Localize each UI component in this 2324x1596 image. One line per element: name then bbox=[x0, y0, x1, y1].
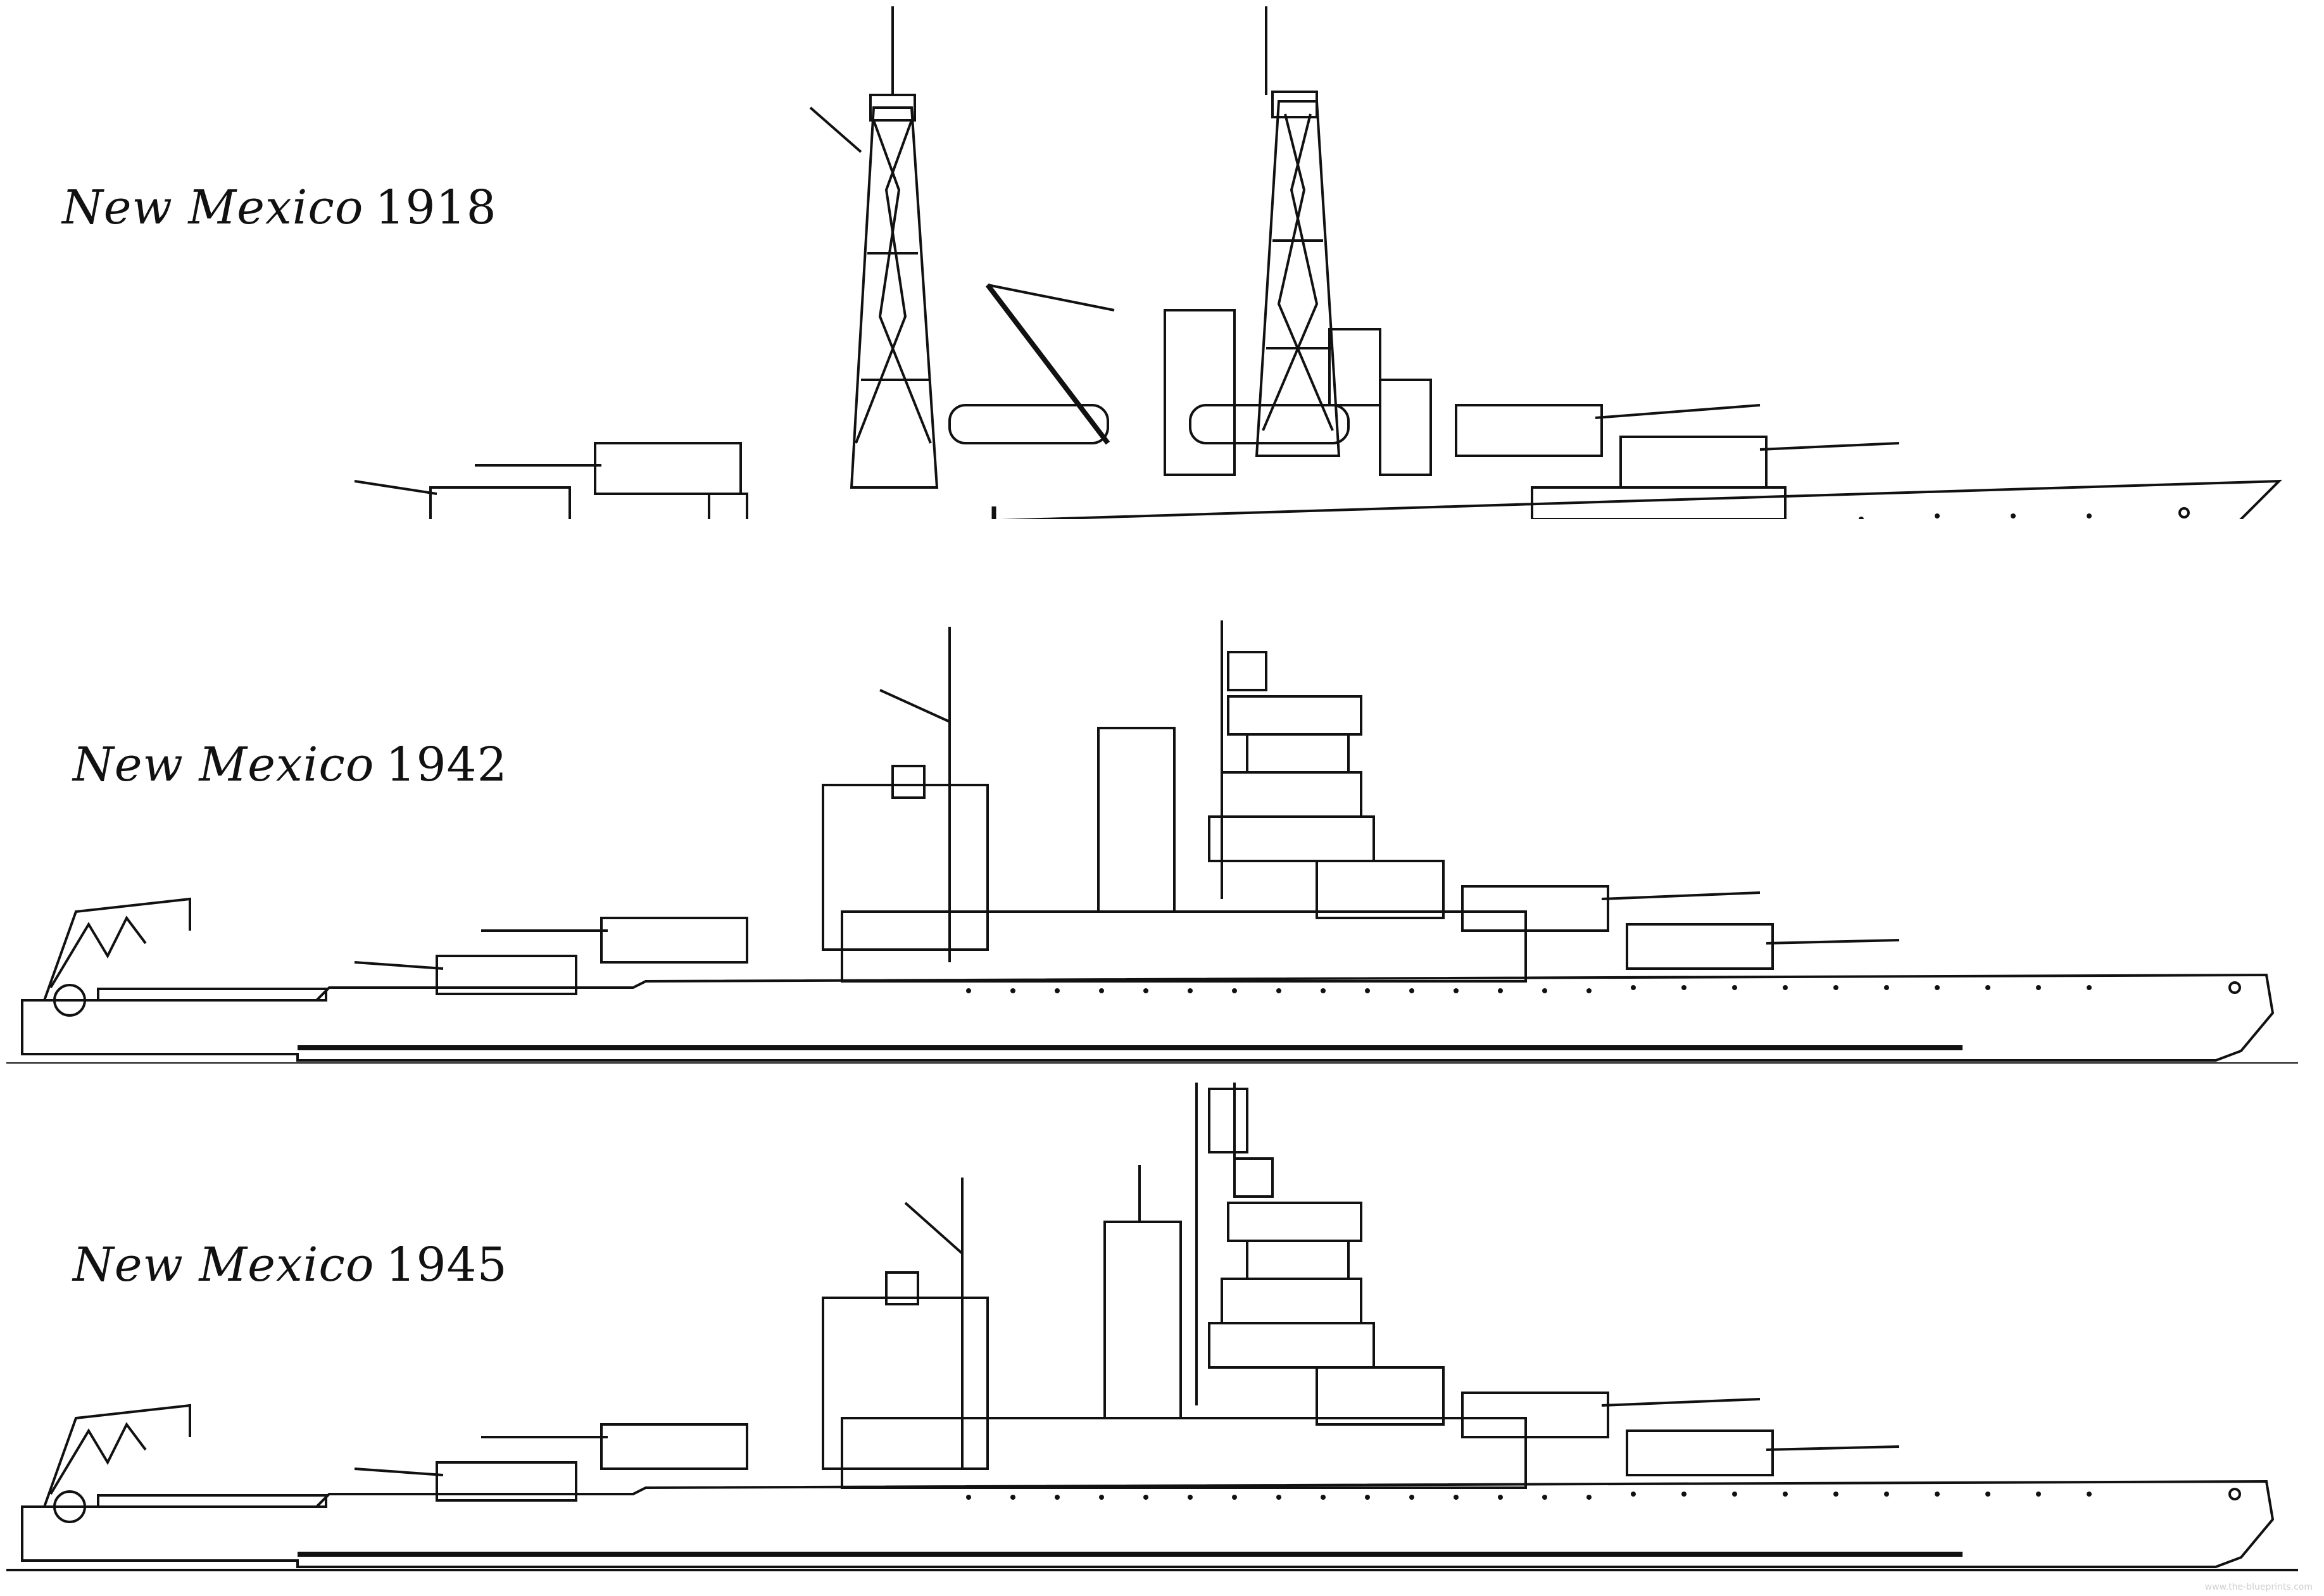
fwd-deckhouse bbox=[1531, 486, 1787, 519]
fwd-turret-upper bbox=[1461, 1392, 1609, 1438]
fwd-turret-lower bbox=[1619, 436, 1768, 489]
fwd-gun-lower bbox=[1759, 442, 1900, 451]
ship-profile-1918 bbox=[354, 6, 2282, 519]
hull bbox=[21, 973, 2275, 1062]
fwd-gun-upper bbox=[1595, 404, 1761, 419]
ship-profile-1945 bbox=[6, 1083, 2298, 1571]
aft-turret-lower bbox=[436, 1461, 577, 1502]
ship-name-label: New Mexico bbox=[62, 180, 364, 235]
fwd-gun-lower bbox=[1766, 1445, 1900, 1451]
ship-name-label: New Mexico bbox=[73, 738, 375, 792]
aft-turret-upper bbox=[594, 442, 742, 495]
crane-base bbox=[53, 984, 86, 1017]
aft-turret-lower bbox=[429, 486, 571, 519]
anchor-hawse bbox=[2178, 507, 2190, 518]
fwd-gun-upper bbox=[1601, 891, 1761, 900]
deckhouse bbox=[841, 1417, 1527, 1489]
aft-director bbox=[885, 1271, 919, 1305]
fwd-cage-mast bbox=[1255, 6, 1341, 457]
aft-turret-upper bbox=[600, 1423, 748, 1470]
anchor-hawse bbox=[2228, 1488, 2241, 1500]
conning-tower bbox=[1379, 379, 1432, 476]
catapult bbox=[97, 988, 327, 1002]
fwd-turret-upper bbox=[1461, 885, 1609, 932]
hull bbox=[21, 1480, 2275, 1568]
crane-cable bbox=[987, 284, 1115, 311]
aft-yard bbox=[904, 1202, 964, 1255]
crane-lattice bbox=[49, 1422, 147, 1495]
aft-turret-upper bbox=[600, 917, 748, 964]
ship-year-label: 1918 bbox=[375, 180, 497, 235]
watermark: www.the-blueprints.com bbox=[2204, 1582, 2313, 1592]
portholes bbox=[1859, 513, 2092, 519]
aft-superstructure bbox=[822, 784, 989, 951]
hull bbox=[1000, 479, 2282, 519]
deckhouse bbox=[841, 910, 1527, 983]
fwd-tower-bridge bbox=[1208, 620, 1445, 919]
aft-superstructure bbox=[822, 1297, 989, 1470]
ship-profile-1942 bbox=[6, 620, 2298, 1064]
aft-gun-lower bbox=[354, 1467, 444, 1476]
aft-gun-lower bbox=[354, 961, 444, 970]
aft-turret-lower bbox=[436, 955, 577, 995]
boat-crane bbox=[985, 283, 1110, 445]
anchor-hawse bbox=[2228, 981, 2241, 994]
fwd-turret-upper bbox=[1455, 404, 1603, 457]
ship-name-label: New Mexico bbox=[73, 1238, 375, 1292]
aft-yard bbox=[879, 689, 950, 723]
stern-crane bbox=[43, 897, 191, 1001]
fwd-gun-upper bbox=[1601, 1398, 1761, 1407]
portholes bbox=[966, 1492, 2092, 1500]
fwd-tower-bridge bbox=[1195, 1083, 1445, 1426]
crane-lattice bbox=[49, 915, 147, 989]
aft-director bbox=[891, 765, 926, 799]
boat-1 bbox=[948, 404, 1109, 444]
funnel bbox=[1164, 309, 1236, 476]
fwd-gun-lower bbox=[1766, 939, 1900, 945]
aft-superstructure bbox=[708, 493, 748, 519]
fwd-turret-lower bbox=[1626, 923, 1774, 970]
bridge bbox=[1328, 328, 1381, 406]
ship-year-label: 1945 bbox=[386, 1238, 508, 1292]
ship-year-label: 1942 bbox=[386, 738, 508, 792]
crane-base bbox=[53, 1490, 86, 1523]
portholes bbox=[966, 985, 2092, 993]
aft-gun-lower bbox=[354, 480, 437, 495]
funnel bbox=[1097, 727, 1176, 913]
funnel bbox=[1103, 1221, 1182, 1419]
stern-crane bbox=[43, 1404, 191, 1507]
boat-2 bbox=[1189, 404, 1350, 444]
aft-cage-mast bbox=[809, 6, 939, 489]
catapult bbox=[97, 1494, 327, 1508]
fwd-turret-lower bbox=[1626, 1429, 1774, 1476]
